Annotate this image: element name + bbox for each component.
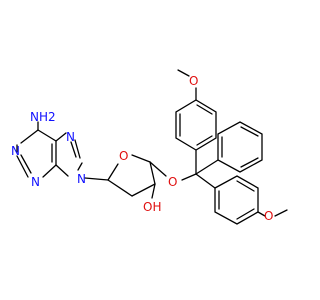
molecule-drawing: NH2 N N N N O O OH O O: [11, 69, 288, 225]
ether-oxygen-label: O: [168, 175, 177, 189]
phenyl-ring: [217, 121, 263, 173]
methoxy-oxygen-top-label: O: [189, 74, 198, 88]
n3-label: N: [31, 175, 40, 189]
structure-canvas: NH2 N N N N O O OH O O: [11, 69, 288, 225]
n1-label: N: [11, 144, 20, 158]
hydroxyl-label: OH: [143, 200, 161, 214]
amine-label: NH2: [30, 110, 56, 124]
methoxy-oxygen-bottom-label: O: [264, 209, 273, 223]
anisyl-ring-bottom: [214, 175, 288, 225]
n9-label: N: [77, 172, 86, 186]
adenine-bonds: [16, 121, 109, 181]
trityl-bonds: [195, 149, 219, 189]
anisyl-ring-top: [175, 69, 217, 151]
n7-label: N: [66, 130, 75, 144]
ring-oxygen-label: O: [119, 149, 128, 163]
sugar-bonds: [107, 154, 197, 199]
